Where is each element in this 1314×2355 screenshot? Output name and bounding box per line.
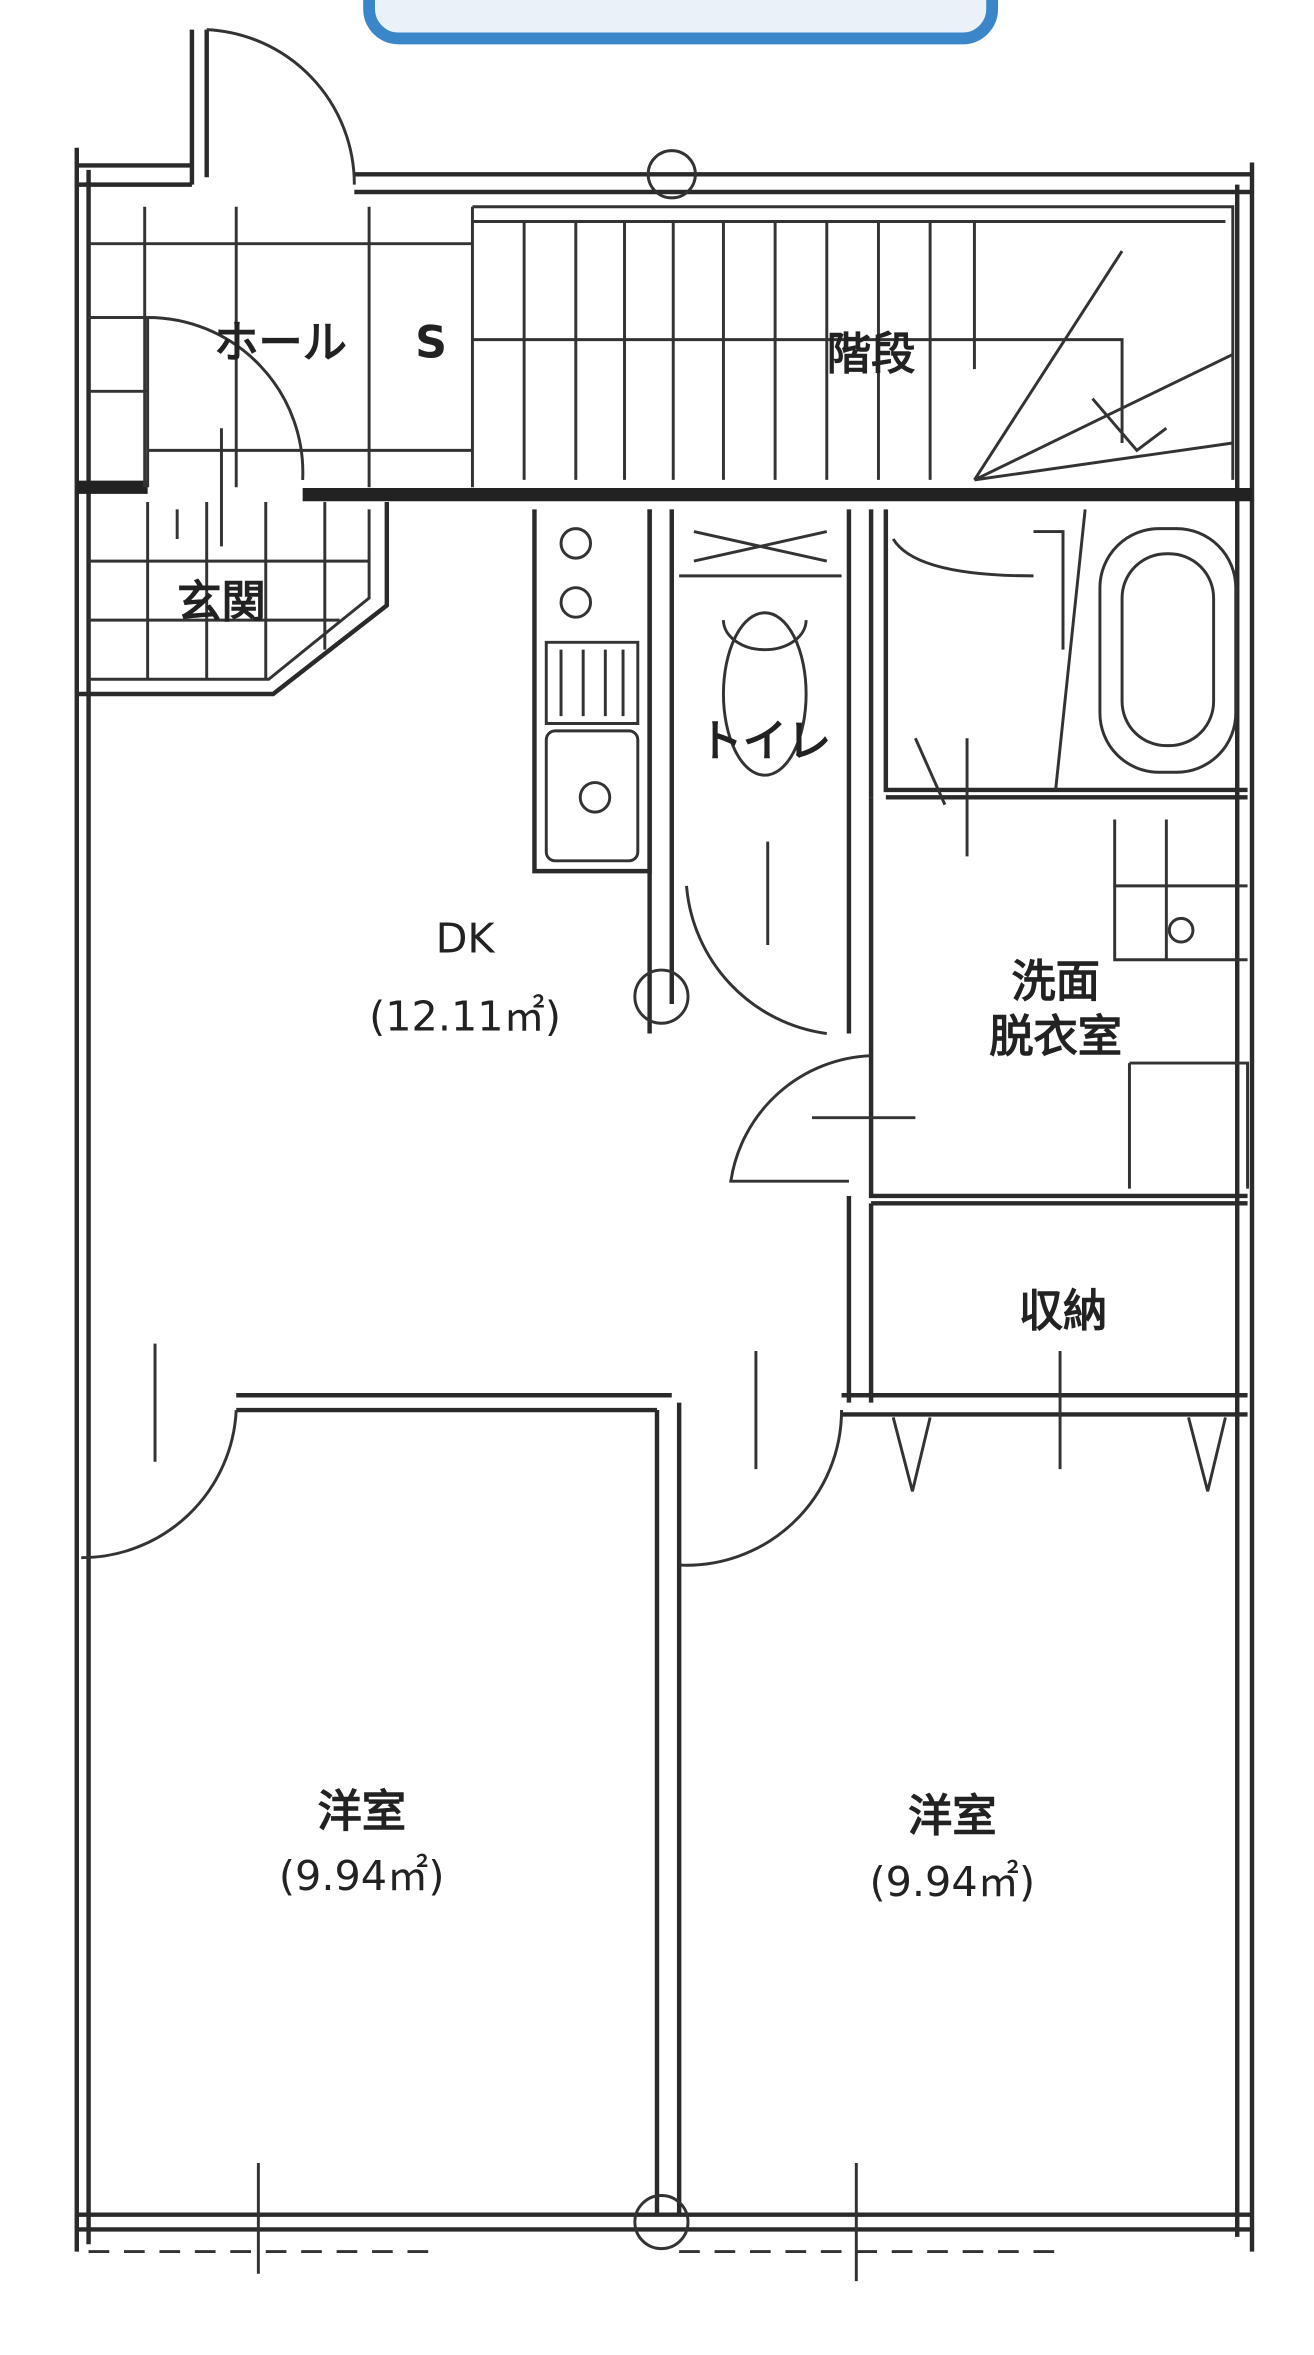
label-bedroom-1: 洋室: [317, 1786, 406, 1837]
label-stairs: 階段: [827, 329, 916, 380]
label-bedroom-2-area: (9.94㎡): [869, 1858, 1035, 1906]
label-bedroom-1-area: (9.94㎡): [279, 1852, 445, 1900]
room-labels: ホール S 階段 玄関 トイレ DK (12.11㎡) 洗面 脱衣室 収納 洋室…: [177, 317, 1122, 1905]
label-toilet: トイレ: [698, 716, 831, 767]
label-washroom: 洗面: [1011, 957, 1100, 1008]
label-dressing-room: 脱衣室: [989, 1011, 1122, 1062]
label-hall: ホール: [214, 317, 347, 368]
label-shoe-storage: S: [415, 317, 447, 368]
label-dk: DK: [436, 914, 496, 962]
label-storage: 収納: [1019, 1286, 1108, 1337]
label-entrance: 玄関: [177, 577, 266, 628]
walls: [74, 28, 1255, 2282]
title-banner: [363, 0, 999, 45]
label-dk-area: (12.11㎡): [369, 993, 561, 1041]
label-bedroom-2: 洋室: [908, 1791, 997, 1842]
